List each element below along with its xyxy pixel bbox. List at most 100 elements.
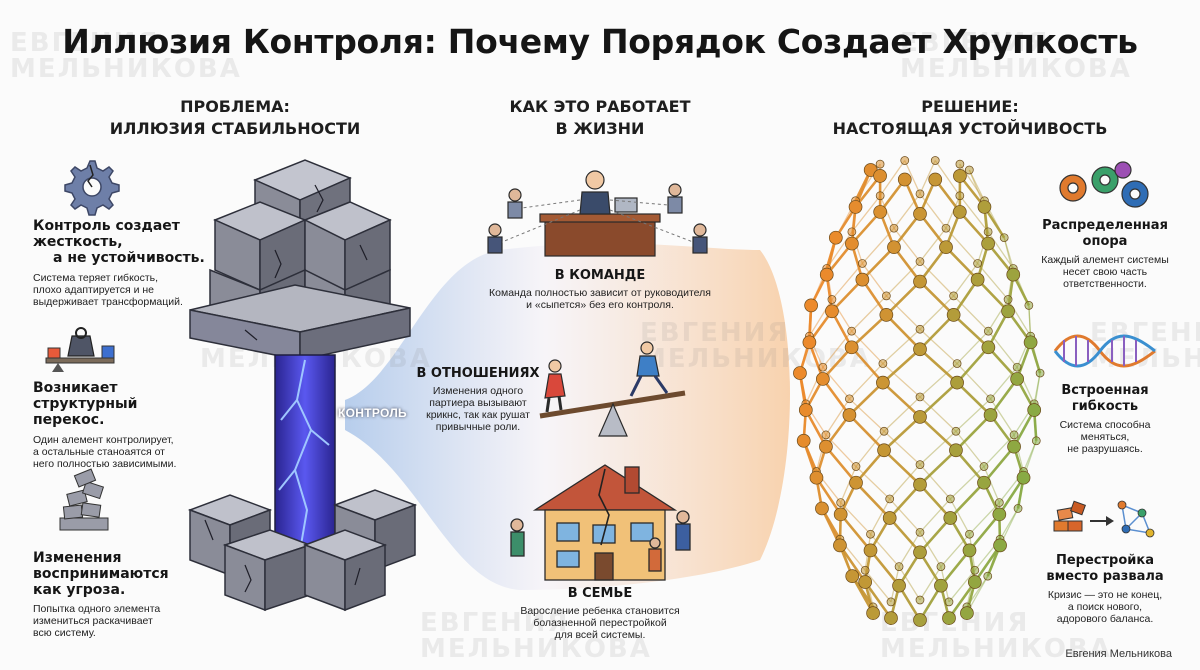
network-link (989, 378, 1019, 416)
dna-icon (1053, 334, 1156, 368)
network-node (1010, 372, 1024, 386)
network-link (919, 193, 947, 229)
network-node (915, 392, 925, 402)
network-node (970, 272, 985, 287)
network-node (875, 159, 885, 169)
author-signature: Евгения Мельникова (1065, 648, 1172, 660)
network-link (883, 396, 921, 432)
network-link (888, 483, 921, 519)
network-node (979, 462, 989, 471)
network-node (962, 543, 977, 558)
network-link (893, 227, 921, 262)
network-link (850, 211, 882, 245)
how-item-text: Команда полностью зависит от руководител… (489, 287, 711, 311)
network-link (919, 415, 957, 452)
network-node (873, 169, 887, 183)
network-link (945, 246, 979, 281)
network-link (953, 295, 989, 332)
network-node (892, 578, 906, 593)
network-link (949, 498, 971, 535)
network-link (882, 328, 921, 365)
problem-item-text: Один алемент контролирует,а остальные ст… (33, 434, 177, 470)
network-link (987, 330, 1018, 368)
network-link (864, 581, 893, 619)
network-node (844, 340, 859, 355)
network-node (915, 527, 925, 537)
gears-icon (1059, 161, 1149, 208)
network-link (885, 261, 921, 297)
network-node (802, 335, 817, 350)
network-node (851, 462, 861, 471)
network-node (855, 272, 870, 287)
network-link (885, 280, 921, 316)
network-link (839, 513, 872, 552)
network-node (915, 595, 925, 605)
network-link (892, 246, 922, 283)
resilient-network-illustration (793, 156, 1045, 627)
network-node (849, 475, 863, 490)
network-node (842, 408, 857, 422)
network-link (919, 348, 958, 384)
network-node (858, 575, 873, 589)
network-link (983, 434, 1015, 467)
cracked-house-scene (510, 464, 691, 581)
network-link (919, 483, 952, 519)
network-node (873, 205, 888, 219)
network-node (983, 227, 993, 237)
network-node (930, 156, 940, 165)
problem-header: ПРОБЛЕМА:ИЛЛЮЗИЯ СТАБИЛЬНОСТИ (109, 97, 361, 138)
network-link (968, 169, 986, 202)
network-link (851, 195, 881, 233)
network-link (882, 363, 921, 398)
network-node (860, 565, 870, 575)
network-node (965, 529, 974, 539)
network-node (1031, 436, 1041, 446)
network-link (940, 533, 970, 568)
network-link (919, 295, 955, 330)
network-node (952, 205, 967, 219)
network-link (956, 381, 992, 416)
network-node (986, 394, 995, 404)
network-node (915, 257, 925, 266)
network-node (1012, 362, 1022, 372)
network-link (919, 381, 958, 418)
network-node (977, 475, 991, 490)
network-link (969, 502, 1000, 535)
network-link (955, 398, 992, 432)
network-link (959, 195, 989, 233)
problem-item-text: Система теряет гибкость,плохо адаптирует… (33, 272, 183, 308)
network-node (953, 169, 967, 183)
network-node (1001, 304, 1015, 319)
network-node (796, 433, 811, 448)
network-node (977, 200, 992, 214)
network-node (973, 259, 982, 268)
network-node (942, 611, 956, 625)
network-link (919, 280, 955, 316)
network-node (882, 511, 897, 525)
page-title: Иллюзия Контроля: Почему Порядок Создает… (62, 22, 1138, 61)
network-node (897, 172, 912, 187)
network-link (947, 581, 976, 619)
network-link (855, 481, 891, 519)
network-link (885, 313, 921, 351)
network-link (821, 346, 853, 380)
network-node (949, 291, 958, 301)
network-link (883, 430, 921, 466)
network-node (845, 236, 859, 251)
network-node (960, 606, 974, 620)
network-node (879, 308, 894, 322)
network-node (863, 543, 878, 558)
network-link (919, 396, 957, 432)
network-node (913, 410, 927, 424)
network-node (949, 443, 963, 458)
network-link (977, 263, 1009, 300)
